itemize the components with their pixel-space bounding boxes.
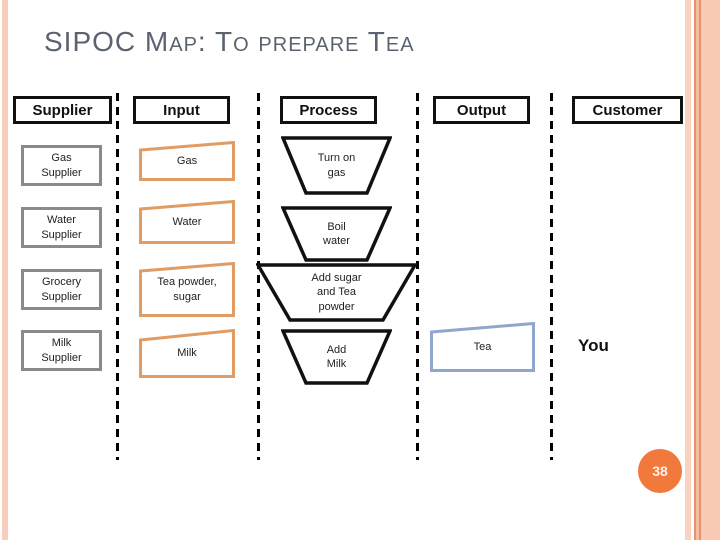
shape-outline xyxy=(139,329,235,378)
supplier-box-milk: Milk Supplier xyxy=(21,330,102,371)
column-header-customer: Customer xyxy=(572,96,683,124)
process-label: Add Milk xyxy=(326,343,347,370)
process-label: Boil water xyxy=(323,220,350,247)
shape-outline xyxy=(139,262,235,317)
input-shape-water: Water xyxy=(139,200,235,244)
shape-outline xyxy=(281,206,392,262)
customer-label: You xyxy=(578,336,609,355)
right-accent-stripe xyxy=(701,0,720,540)
column-header-supplier: Supplier xyxy=(13,96,112,124)
output-shape-tea: Tea xyxy=(430,322,535,372)
right-accent-stripe xyxy=(696,0,699,540)
supplier-box-gas: Gas Supplier xyxy=(21,145,102,186)
slide-title: SIPOC Map: To prepare Tea xyxy=(44,26,415,57)
shape-outline xyxy=(256,263,417,322)
column-divider xyxy=(550,93,553,460)
column-divider xyxy=(416,93,419,460)
process-shape-turn-on-gas: Turn on gas xyxy=(281,136,392,195)
page-number: 38 xyxy=(652,463,668,479)
supplier-box-water: Water Supplier xyxy=(21,207,102,248)
column-header-label: Input xyxy=(163,101,200,119)
column-divider xyxy=(116,93,119,460)
shape-outline xyxy=(139,200,235,244)
page-number-badge: 38 xyxy=(638,449,682,493)
supplier-label: Grocery Supplier xyxy=(41,276,82,303)
input-shape-tea-powder-sugar: Tea powder, sugar xyxy=(139,262,235,317)
column-header-input: Input xyxy=(133,96,230,124)
column-divider xyxy=(257,93,260,460)
process-shape-add-sugar-tea-powder: Add sugar and Tea powder xyxy=(256,263,417,322)
right-accent-stripe-line xyxy=(694,0,696,540)
process-label: Add sugar and Tea powder xyxy=(311,272,362,313)
process-label: Turn on gas xyxy=(317,152,356,179)
process-shape-boil-water: Boil water xyxy=(281,206,392,262)
supplier-label: Water Supplier xyxy=(41,214,82,241)
column-header-label: Process xyxy=(299,101,358,119)
supplier-label: Gas Supplier xyxy=(41,152,82,179)
process-shape-add-milk: Add Milk xyxy=(281,329,392,385)
input-label: Milk xyxy=(177,347,197,360)
input-label: Tea powder, sugar xyxy=(157,276,217,303)
shape-outline xyxy=(281,329,392,385)
input-shape-milk: Milk xyxy=(139,329,235,378)
column-header-output: Output xyxy=(433,96,530,124)
shape-outline xyxy=(430,322,535,372)
output-label: Tea xyxy=(473,340,492,353)
supplier-label: Milk Supplier xyxy=(41,337,82,364)
input-shape-gas: Gas xyxy=(139,141,235,181)
shape-outline xyxy=(281,136,392,195)
right-accent-stripe-line xyxy=(699,0,701,540)
shape-outline xyxy=(139,141,235,181)
column-header-label: Customer xyxy=(592,101,663,119)
column-header-label: Output xyxy=(456,101,507,119)
right-accent-stripe xyxy=(685,0,691,540)
column-header-process: Process xyxy=(280,96,377,124)
supplier-box-grocery: Grocery Supplier xyxy=(21,269,102,310)
input-label: Gas xyxy=(176,154,198,167)
left-accent-stripe xyxy=(2,0,8,540)
column-header-label: Supplier xyxy=(32,101,93,119)
input-label: Water xyxy=(172,215,202,228)
